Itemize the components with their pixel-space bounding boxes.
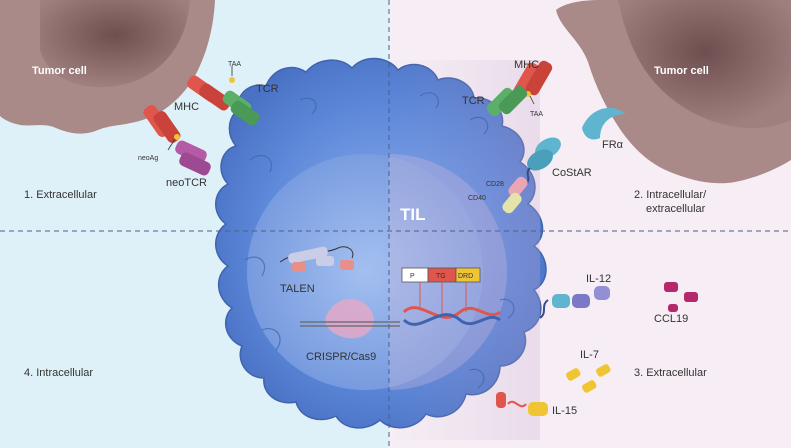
il7-label: IL-7 bbox=[580, 349, 599, 361]
neoag-label: neoAg bbox=[138, 155, 158, 162]
il15-label: IL-15 bbox=[552, 405, 577, 417]
left-mhc-tcr-complex bbox=[187, 75, 260, 126]
right-mhc-label: MHC bbox=[514, 59, 539, 71]
cd40-label: CD40 bbox=[468, 195, 486, 202]
ccl19-molecules bbox=[664, 282, 698, 312]
quadrant-4-label: 4. Intracellular bbox=[24, 367, 93, 379]
til-label: TIL bbox=[400, 205, 426, 224]
quadrant-3-label: 3. Extracellular bbox=[634, 367, 707, 379]
left-mhc-label: MHC bbox=[174, 101, 199, 113]
costar-label: CoStAR bbox=[552, 167, 592, 179]
quadrant-2-label-line1: 2. Intracellular/ bbox=[634, 189, 707, 201]
right-tumor-label: Tumor cell bbox=[654, 65, 709, 77]
il15-complex bbox=[496, 392, 548, 416]
il12-complex bbox=[539, 286, 610, 319]
quadrant-1-label: 1. Extracellular bbox=[24, 189, 97, 201]
right-mhc-tcr-complex bbox=[486, 60, 553, 117]
left-mhc-neoag-complex bbox=[143, 105, 211, 176]
neotcr-label: neoTCR bbox=[166, 177, 207, 189]
ccl19-label: CCL19 bbox=[654, 313, 688, 325]
costar-receptor bbox=[502, 137, 561, 214]
crispr-cas9 bbox=[300, 298, 400, 339]
construct-p-label: P bbox=[410, 273, 415, 280]
construct-drd-label: DRD bbox=[458, 273, 473, 280]
right-taa-label: TAA bbox=[530, 111, 543, 118]
construct-tg-label: TG bbox=[436, 273, 446, 280]
il12-label: IL-12 bbox=[586, 273, 611, 285]
fra-label: FRα bbox=[602, 139, 624, 151]
talen-complex bbox=[279, 246, 354, 272]
crispr-label: CRISPR/Cas9 bbox=[306, 351, 376, 363]
cd28-label: CD28 bbox=[486, 181, 504, 188]
talen-label: TALEN bbox=[280, 283, 315, 295]
transgene-construct bbox=[401, 267, 501, 326]
left-tumor-cell bbox=[0, 0, 215, 134]
fra-receptor bbox=[582, 107, 626, 140]
right-tumor-cell bbox=[556, 0, 791, 184]
quadrant-2-label-line2: extracellular bbox=[646, 203, 706, 215]
right-tcr-label: TCR bbox=[462, 95, 485, 107]
nucleus bbox=[247, 154, 483, 390]
left-tcr-label: TCR bbox=[256, 83, 279, 95]
il7-molecules bbox=[566, 364, 611, 393]
left-taa-label: TAA bbox=[228, 61, 241, 68]
left-tumor-label: Tumor cell bbox=[32, 65, 87, 77]
